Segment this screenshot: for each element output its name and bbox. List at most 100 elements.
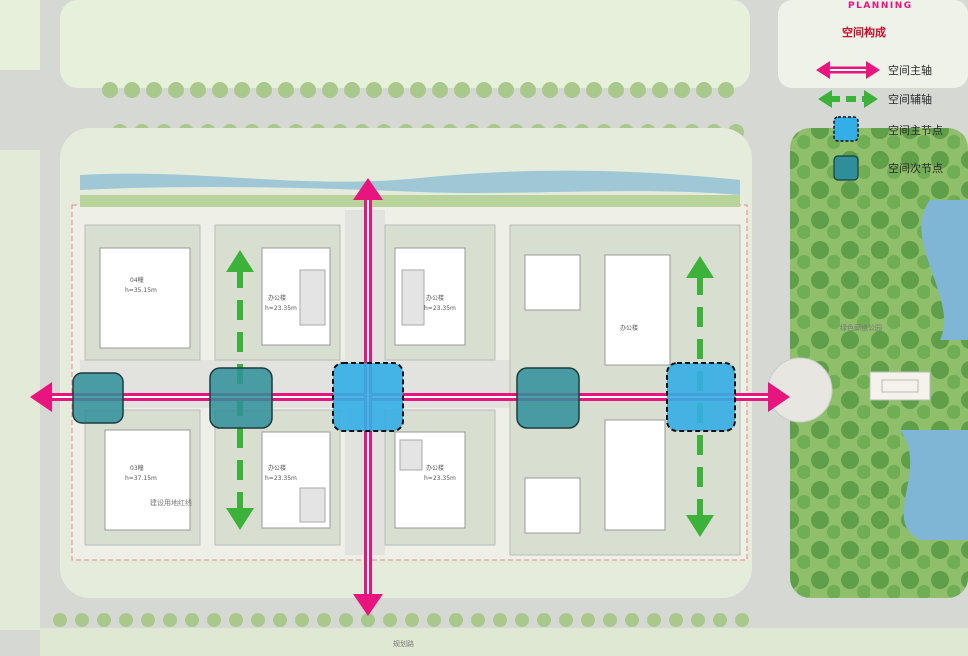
tree xyxy=(652,82,668,98)
building-height: h=23.35m xyxy=(424,305,456,312)
tree xyxy=(735,613,749,627)
tree xyxy=(515,613,529,627)
tree xyxy=(718,82,734,98)
tree xyxy=(432,82,448,98)
legend-secondary-node-label: 空间次节点 xyxy=(888,161,943,175)
tree xyxy=(124,82,140,98)
tree xyxy=(190,82,206,98)
building-label: 03幢 xyxy=(130,464,144,472)
tree xyxy=(669,613,683,627)
legend-main-axis-label: 空间主轴 xyxy=(888,63,932,77)
park-pavilion-inner xyxy=(881,379,919,393)
tree xyxy=(405,613,419,627)
legend-secondary-axis-arrow-l xyxy=(818,90,832,108)
ne-block xyxy=(778,0,968,88)
tree xyxy=(229,613,243,627)
legend-secondary-axis-arrow-r xyxy=(864,90,878,108)
secondary-axis-left-arrow-down xyxy=(226,508,254,530)
tree xyxy=(410,82,426,98)
secondary-node-2 xyxy=(209,367,273,429)
buildings: 04幢 h=35.15m 办公楼 h=23.35m 办公楼 h=23.35m 0… xyxy=(99,247,671,534)
tree xyxy=(212,82,228,98)
building-office-2-core xyxy=(401,269,425,326)
tree xyxy=(251,613,265,627)
building-label: 04幢 xyxy=(130,276,144,284)
building-height: h=23.35m xyxy=(265,475,297,482)
planning-header: PLANNING xyxy=(848,1,913,11)
tree xyxy=(234,82,250,98)
secondary-nodes xyxy=(72,367,580,429)
main-axis-ew-arrow-west xyxy=(30,382,52,412)
tree xyxy=(366,82,382,98)
tree xyxy=(696,82,712,98)
park-pond-north xyxy=(921,200,968,340)
building-label: 办公楼 xyxy=(620,324,638,332)
tree xyxy=(207,613,221,627)
main-axis-ns-arrow-north xyxy=(353,178,383,200)
tree xyxy=(256,82,272,98)
tree xyxy=(300,82,316,98)
building-label: 办公楼 xyxy=(426,294,444,302)
legend-secondary-axis-label: 空间辅轴 xyxy=(888,92,932,106)
tree xyxy=(471,613,485,627)
tree xyxy=(339,613,353,627)
park-pond-south xyxy=(900,430,968,540)
tree xyxy=(317,613,331,627)
tree xyxy=(383,613,397,627)
main-node-2 xyxy=(666,362,736,432)
tree xyxy=(119,613,133,627)
tree xyxy=(168,82,184,98)
building-height: h=23.35m xyxy=(265,305,297,312)
park-pavilion xyxy=(869,371,931,401)
tree xyxy=(493,613,507,627)
tree xyxy=(691,613,705,627)
building-office-tower-s xyxy=(604,419,666,531)
tree xyxy=(278,82,294,98)
tree xyxy=(454,82,470,98)
building-label: 办公楼 xyxy=(268,294,286,302)
tree xyxy=(146,82,162,98)
tree xyxy=(476,82,492,98)
river-green-bank xyxy=(80,195,740,207)
tree xyxy=(163,613,177,627)
building-height: h=37.15m xyxy=(125,475,157,482)
legend-main-axis-arrow-r xyxy=(866,61,880,79)
tree xyxy=(542,82,558,98)
building-office-1-core xyxy=(299,269,326,326)
building-03 xyxy=(104,429,191,531)
tree xyxy=(559,613,573,627)
legend-main-axis-arrow-l xyxy=(816,61,830,79)
park-label: 绿色廊道公园 xyxy=(840,323,882,332)
tree xyxy=(603,613,617,627)
reserve-land-label: 建设用地红线 xyxy=(150,498,192,507)
tree xyxy=(344,82,360,98)
building-office-4-core xyxy=(399,439,423,471)
tree xyxy=(647,613,661,627)
secondary-node-1 xyxy=(72,372,124,424)
tree xyxy=(520,82,536,98)
building-office-3-core xyxy=(299,487,326,523)
tree xyxy=(361,613,375,627)
tree xyxy=(586,82,602,98)
legend-main-node-label: 空间主节点 xyxy=(888,123,943,137)
river-strip xyxy=(80,170,740,195)
tree xyxy=(53,613,67,627)
secondary-axes xyxy=(226,250,714,537)
legend-main-node-swatch xyxy=(833,116,859,142)
tree xyxy=(581,613,595,627)
tree xyxy=(185,613,199,627)
building-office-tower-n xyxy=(604,254,671,366)
tree xyxy=(322,82,338,98)
legend-title: 空间构成 xyxy=(842,25,886,39)
secondary-axis-right-arrow-up xyxy=(686,256,714,278)
tree xyxy=(102,82,118,98)
main-node-1 xyxy=(332,362,404,432)
tree xyxy=(427,613,441,627)
legend-secondary-node-swatch xyxy=(833,155,859,181)
tree xyxy=(97,613,111,627)
building-small-2 xyxy=(524,477,581,534)
south-road-label: 规划路 xyxy=(393,639,414,648)
building-height: h=35.15m xyxy=(125,287,157,294)
tree xyxy=(630,82,646,98)
